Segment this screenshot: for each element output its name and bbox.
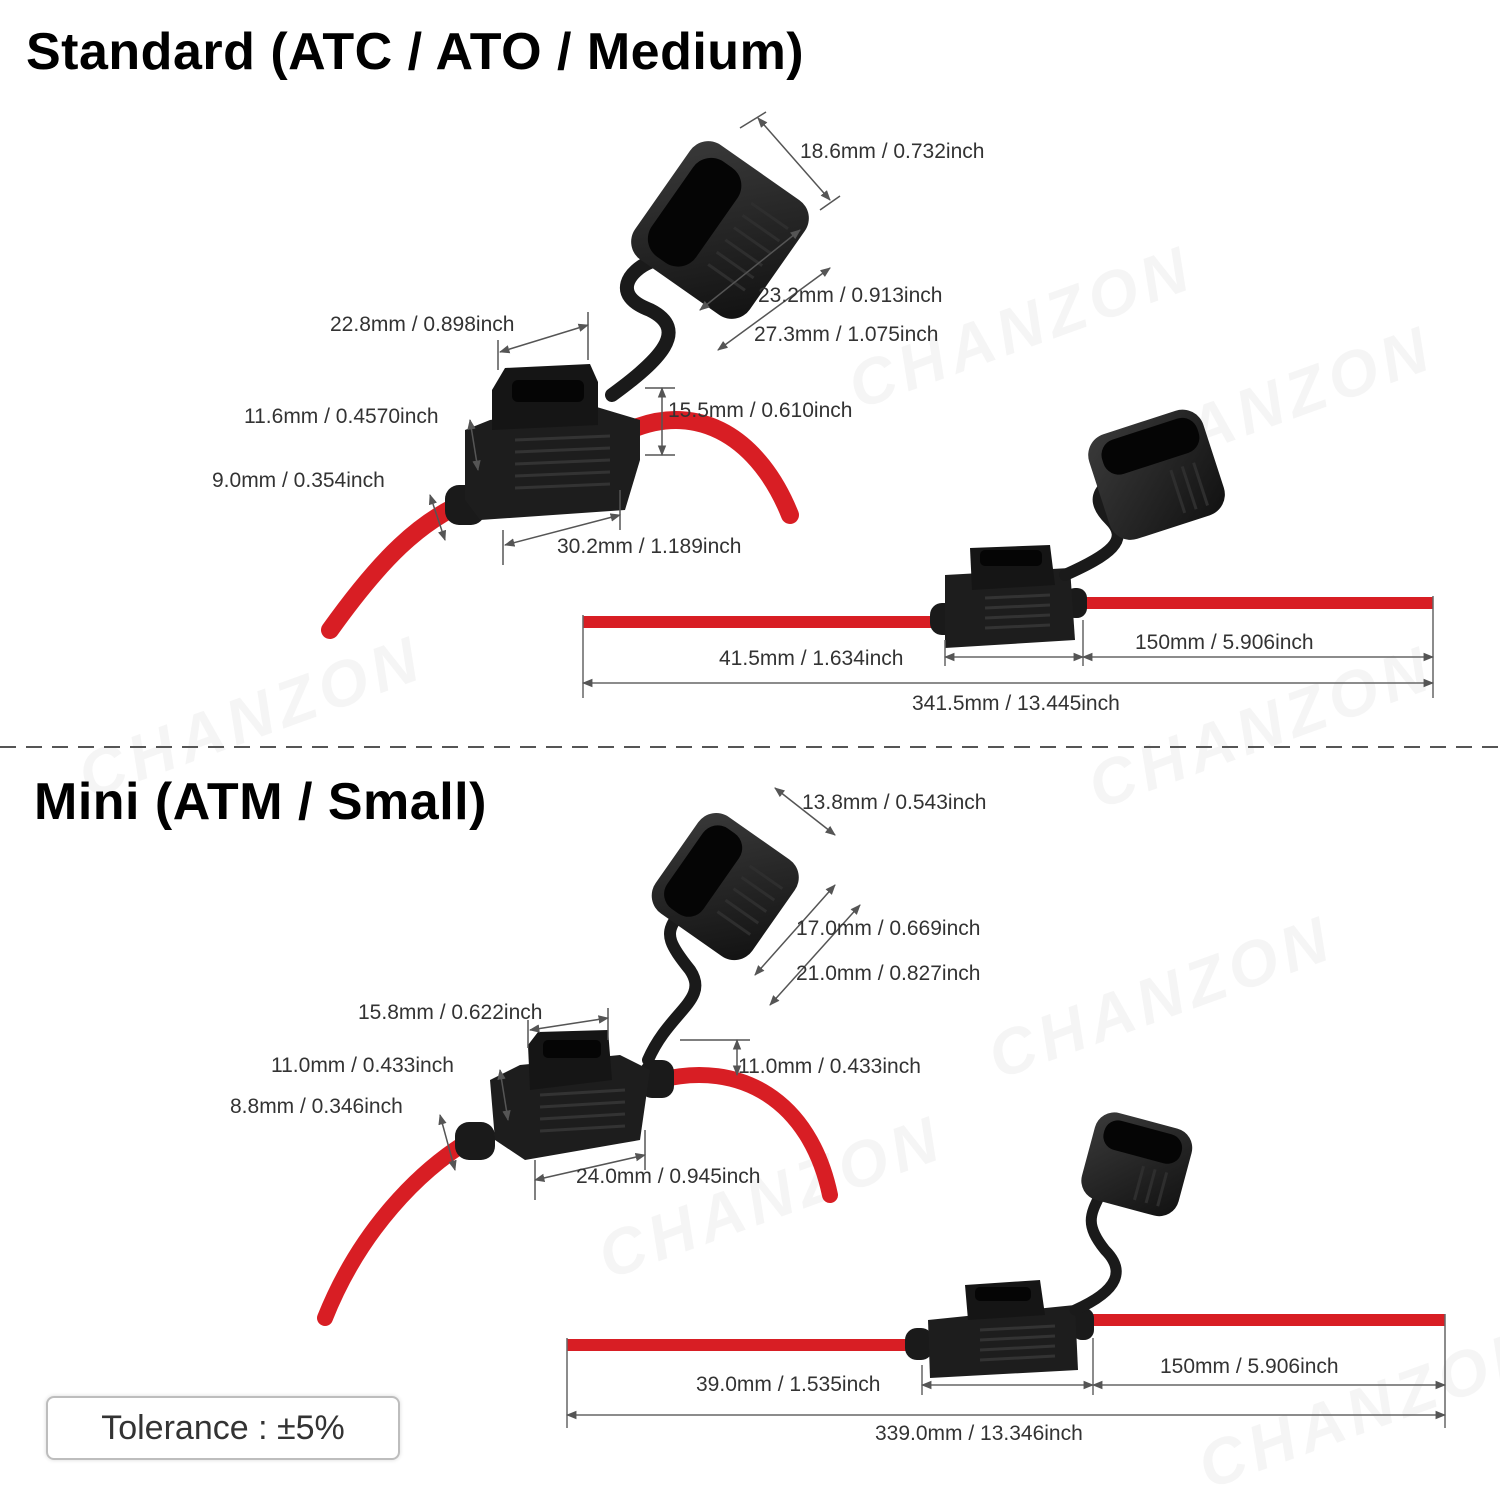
dim-body-left-height: 11.0mm / 0.433inch xyxy=(271,1054,454,1077)
cap-strap xyxy=(605,255,676,402)
dim-cap-width: 18.6mm / 0.732inch xyxy=(800,140,985,163)
wire-sleeve xyxy=(905,1328,933,1360)
standard-length-lines xyxy=(581,596,1435,698)
section-title-mini: Mini (ATM / Small) xyxy=(34,773,487,831)
standard-dimension-lines xyxy=(429,111,841,565)
cap-strap xyxy=(642,914,702,1066)
dim-total-length: 341.5mm / 13.445inch xyxy=(912,692,1120,715)
tolerance-text: Tolerance : ±5% xyxy=(101,1408,345,1447)
dim-total-length: 339.0mm / 13.346inch xyxy=(875,1422,1083,1445)
socket-slot xyxy=(543,1040,601,1058)
dim-body-right-height: 15.5mm / 0.610inch xyxy=(668,399,853,422)
dim-cap-outer: 21.0mm / 0.827inch xyxy=(796,962,981,985)
dim-cap-inner: 17.0mm / 0.669inch xyxy=(796,917,981,940)
dim-left-lead: 41.5mm / 1.634inch xyxy=(719,647,904,670)
dim-body-top-width: 22.8mm / 0.898inch xyxy=(330,313,515,336)
red-wire xyxy=(317,1132,478,1326)
mini-dimension-lines xyxy=(438,787,861,1200)
red-wire xyxy=(652,1066,838,1203)
fuse-cap xyxy=(1088,409,1225,540)
dim-body-top-width: 15.8mm / 0.622inch xyxy=(358,1001,543,1024)
holder-body xyxy=(928,1305,1078,1378)
section-title-standard: Standard (ATC / ATO / Medium) xyxy=(26,23,805,81)
wire-sleeve xyxy=(1072,1308,1094,1340)
socket-slot xyxy=(980,550,1042,566)
dim-right-lead: 150mm / 5.906inch xyxy=(1160,1355,1339,1378)
tolerance-badge: Tolerance : ±5% xyxy=(46,1396,400,1460)
red-wire xyxy=(621,411,799,524)
dim-wire-diameter: 9.0mm / 0.354inch xyxy=(212,469,385,492)
dim-body-right-height: 11.0mm / 0.433inch xyxy=(738,1055,921,1078)
mini-length-lines xyxy=(565,1314,1447,1428)
dim-left-lead: 39.0mm / 1.535inch xyxy=(696,1373,881,1396)
cap-strap xyxy=(1069,1189,1122,1316)
dim-cap-width: 13.8mm / 0.543inch xyxy=(802,791,987,814)
standard-holder-inline xyxy=(583,409,1433,648)
mini-holder-inline xyxy=(567,1112,1445,1378)
dim-body-length: 24.0mm / 0.945inch xyxy=(576,1165,761,1188)
socket-slot xyxy=(512,380,584,402)
wire-sleeve xyxy=(455,1122,495,1160)
dim-body-length: 30.2mm / 1.189inch xyxy=(557,535,742,558)
socket-slot xyxy=(975,1287,1031,1301)
dim-wire-diameter: 8.8mm / 0.346inch xyxy=(230,1095,403,1118)
dim-body-left-height: 11.6mm / 0.4570inch xyxy=(244,405,439,428)
dim-cap-inner: 23.2mm / 0.913inch xyxy=(758,284,943,307)
dim-right-lead: 150mm / 5.906inch xyxy=(1135,631,1314,654)
holder-top-socket xyxy=(528,1030,612,1090)
dim-cap-outer: 27.3mm / 1.075inch xyxy=(754,323,939,346)
